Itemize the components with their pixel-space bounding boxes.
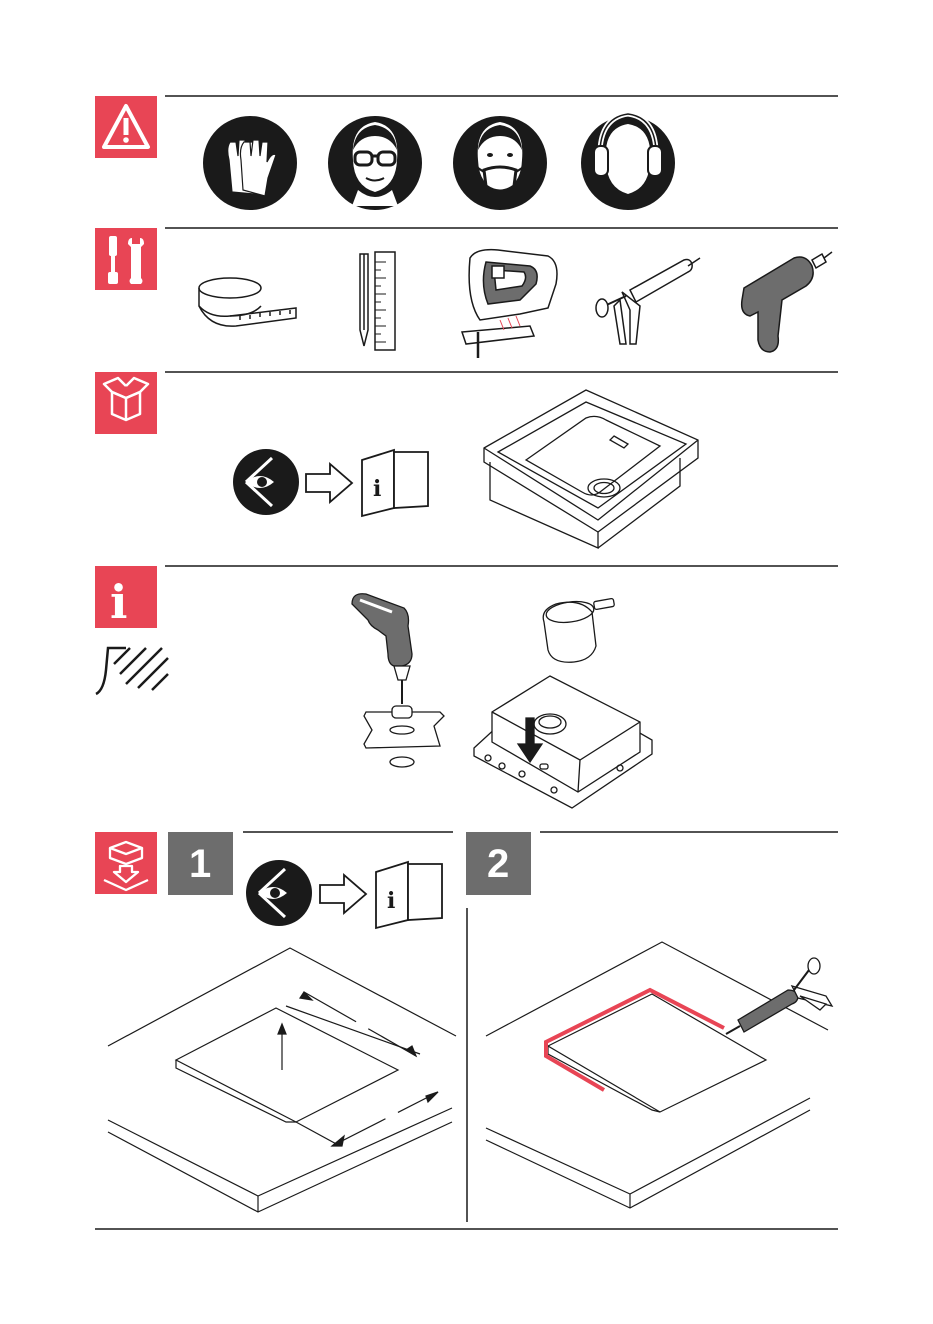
svg-text:i: i [110,575,127,629]
instruction-leaflet-icon: i [376,862,442,928]
measuring-tape-icon [199,278,296,326]
safety-section [95,96,675,210]
caulking-gun-icon [726,958,832,1034]
tools-section [95,228,832,358]
worktop-surface-icon [96,648,168,694]
drill-with-template-icon [352,594,444,767]
worktop-cutout-measure-icon [108,948,456,1212]
leaflet-letter: i [387,888,395,914]
step-1-number: 1 [189,842,211,886]
information-section: i [95,566,652,808]
caulking-gun-icon [596,258,700,344]
safety-goggles-mandatory-icon [328,116,422,210]
leaflet-letter: i [373,476,381,502]
jigsaw-icon [462,250,557,358]
step-2-number: 2 [487,842,509,886]
pencil-ruler-icon [360,252,395,350]
drill-icon [742,252,832,352]
step-2: 2 [466,832,832,1208]
ear-protection-mandatory-icon [581,114,675,210]
sink-basin-icon [484,390,698,548]
step-1: 1 i [108,832,456,1212]
open-box-icon [95,372,157,434]
warning-triangle-icon [95,96,157,158]
read-instructions-eye-icon [233,449,299,515]
screwdriver-wrench-icon [95,228,157,290]
arrow-right-icon [320,875,366,913]
dust-mask-mandatory-icon [453,116,547,210]
package-section: i [95,372,698,548]
section-dividers [95,96,838,1229]
worktop-sealant-icon [486,942,828,1208]
arrow-right-icon [306,464,352,502]
instruction-leaflet-icon: i [362,450,428,516]
info-icon: i [95,566,157,629]
installation-section: 1 i [95,832,832,1212]
gloves-mandatory-icon [203,116,297,210]
sink-underside-mounting-icon [474,676,652,808]
box-install-icon [95,832,157,894]
hole-saw-icon [543,598,614,662]
read-instructions-eye-icon [246,860,312,926]
